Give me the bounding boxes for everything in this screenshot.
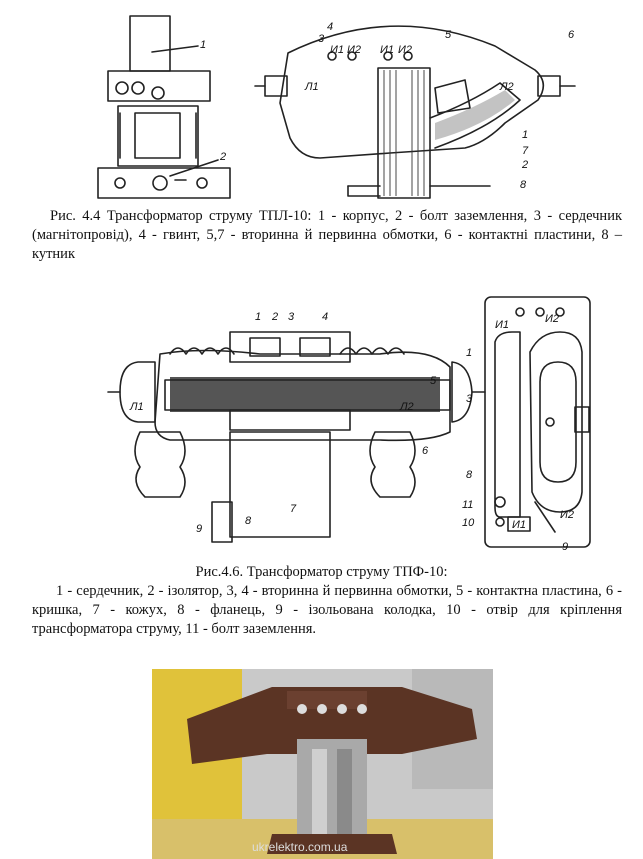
tpf10-label-7: 7 (290, 503, 297, 515)
tpf10-side-label-i1: И1 (495, 319, 509, 331)
tpl10-label-i2b: И2 (398, 44, 412, 56)
figure-tpl10-drawing: 1 2 4 3 И1 И2 И1 И2 5 6 Л1 Л2 1 7 2 8 (97, 15, 576, 199)
tpf10-label-5: 5 (430, 375, 437, 387)
tpf10-label-4: 4 (322, 311, 328, 323)
figure2-caption: 1 - сердечник, 2 - ізолятор, 3, 4 - втор… (32, 583, 622, 637)
tpf10-label-6: 6 (422, 445, 429, 457)
tpl10-label-l1: Л1 (304, 81, 319, 93)
tpl10-label-6: 6 (568, 29, 575, 41)
figure1-caption: Рис. 4.4 Трансформатор струму ТПЛ-10: 1 … (32, 208, 622, 262)
tpl10-label-3: 3 (318, 33, 325, 45)
tpf10-side-label-9: 9 (562, 541, 568, 553)
tpf10-side-label-i2b: И2 (560, 509, 574, 521)
tpf10-label-1: 1 (255, 311, 261, 323)
tpf10-side-label-8: 8 (466, 469, 473, 481)
figure-tpf10-drawing: 1 2 3 4 5 6 7 8 9 Л1 Л2 И1 И2 1 3 8 11 1… (107, 296, 591, 553)
tpf10-label-l2: Л2 (399, 401, 414, 413)
tpf10-side-label-i1b: И1 (512, 519, 526, 531)
figure2-title: Рис.4.6. Трансформатор струму ТПФ-10: (195, 564, 448, 580)
tpf10-label-3: 3 (288, 311, 295, 323)
tpf10-side-label-11: 11 (462, 499, 473, 511)
tpl10-label-1b: 1 (522, 129, 528, 141)
tpf10-side-label-3: 3 (466, 393, 473, 405)
transformer-photo: ukrelektro.com.ua (152, 669, 493, 859)
tpf10-side-label-10: 10 (462, 517, 475, 529)
tpf10-label-2: 2 (271, 311, 278, 323)
tpl10-label-i1a: И1 (330, 44, 344, 56)
transformer-photo-art: ukrelektro.com.ua (152, 669, 493, 859)
tpl10-label-i2a: И2 (347, 44, 361, 56)
tpl10-label-1: 1 (200, 39, 206, 51)
tpf10-side-label-i2: И2 (545, 313, 559, 325)
tpf10-front-view (107, 331, 486, 543)
tpl10-label-5: 5 (445, 29, 452, 41)
photo-watermark: ukrelektro.com.ua (252, 840, 348, 854)
tpl10-front-view (97, 15, 231, 199)
tpl10-label-8: 8 (520, 179, 527, 191)
tpl10-label-7: 7 (522, 145, 529, 157)
tpl10-label-i1b: И1 (380, 44, 394, 56)
tpl10-side-view (254, 25, 576, 199)
tpl10-label-4: 4 (327, 21, 333, 33)
tpf10-label-l1: Л1 (129, 401, 144, 413)
tpf10-side-label-1: 1 (466, 347, 472, 359)
tpl10-label-l2: Л2 (499, 81, 514, 93)
tpl10-label-2b: 2 (521, 159, 528, 171)
tpf10-label-8: 8 (245, 515, 252, 527)
tpf10-label-9: 9 (196, 523, 202, 535)
tpf10-side-view (484, 296, 591, 548)
tpl10-label-2: 2 (219, 151, 226, 163)
